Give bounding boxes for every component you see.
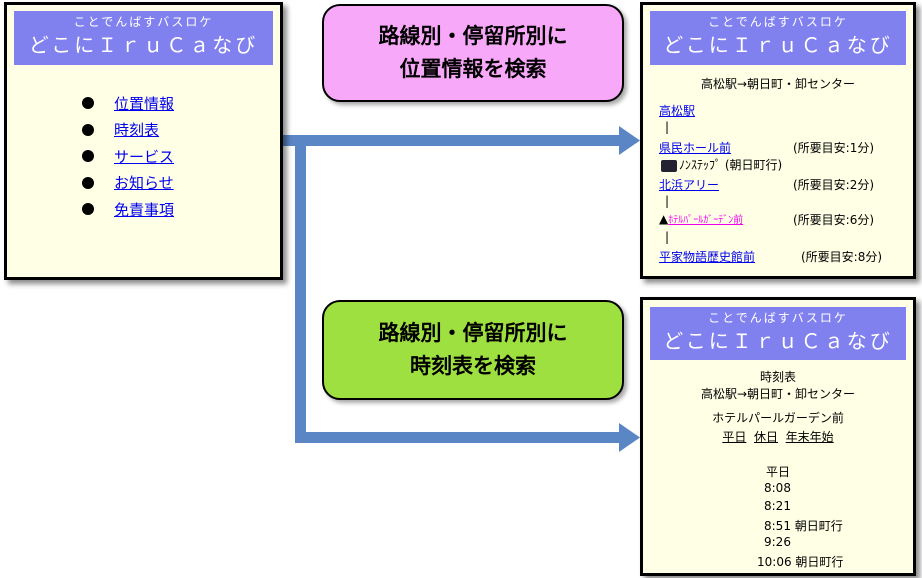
selected-stop-row: ▲ﾎﾃﾙﾊﾟｰﾙｶﾞｰﾃﾞﾝ前 — [659, 211, 743, 226]
main-menu: 位置情報 時刻表 サービス お知らせ 免責事項 — [82, 90, 174, 223]
departure-time: 8:08 — [764, 481, 791, 495]
callout-location-line2: 位置情報を検索 — [399, 57, 547, 81]
app-header: ことでんばすバスロケ どこにＩｒｕＣａなび — [650, 11, 906, 65]
tab-new-year[interactable]: 年末年始 — [785, 430, 834, 444]
route-line-segment: | — [665, 230, 670, 244]
menu-link-timetable[interactable]: 時刻表 — [114, 121, 160, 140]
timetable-route-title: 高松駅→朝日町・卸センター — [700, 387, 856, 401]
app-title-line1: ことでんばすバスロケ — [708, 311, 848, 325]
app-title-line1: ことでんばすバスロケ — [73, 15, 214, 29]
departure-time: 9:26 — [764, 535, 791, 549]
menu-item-news: お知らせ — [82, 170, 174, 197]
stop-link-hotel-pearl-garden[interactable]: ﾎﾃﾙﾊﾟｰﾙｶﾞｰﾃﾞﾝ前 — [668, 215, 744, 226]
callout-location-line1: 路線別・停留所別に — [378, 24, 568, 49]
app-title-line2: どこにＩｒｕＣａなび — [663, 329, 893, 353]
departure-time: 8:51 朝日町行 — [764, 519, 843, 533]
location-screen: ことでんばすバスロケ どこにＩｒｕＣａなび 高松駅→朝日町・卸センター 高松駅 … — [640, 2, 916, 279]
stop-eta-heike-museum: (所要目安:8分) — [801, 250, 883, 264]
menu-link-service[interactable]: サービス — [114, 147, 175, 166]
tab-holiday[interactable]: 休日 — [753, 430, 778, 444]
arrow-horizontal-top — [283, 135, 621, 146]
stop-link-kenmin-hall[interactable]: 県民ホール前 — [659, 141, 732, 155]
bus-info: ﾉﾝｽﾃｯﾌﾟ (朝日町行) — [679, 158, 783, 172]
app-title-line1: ことでんばすバスロケ — [708, 15, 848, 29]
arrow-horizontal-bottom — [295, 432, 621, 443]
menu-item-timetable: 時刻表 — [82, 117, 174, 144]
route-line-segment: | — [665, 194, 670, 208]
menu-item-location: 位置情報 — [82, 90, 174, 117]
bullet-icon — [82, 123, 94, 136]
stop-eta-kitahama-alley: (所要目安:2分) — [793, 178, 875, 192]
bus-icon — [661, 159, 677, 172]
location-route-title: 高松駅→朝日町・卸センター — [700, 77, 856, 91]
callout-location-search: 路線別・停留所別に 位置情報を検索 — [322, 4, 624, 102]
arrow-head-top — [619, 126, 640, 155]
app-title-line2: どこにＩｒｕＣａなび — [663, 33, 893, 57]
menu-item-disclaimer: 免責事項 — [82, 196, 174, 223]
selected-stop-marker-icon: ▲ — [659, 212, 669, 226]
menu-screen: ことでんばすバスロケ どこにＩｒｕＣａなび 位置情報 時刻表 サービス お知らせ… — [4, 2, 283, 280]
route-line-segment: | — [665, 120, 670, 134]
menu-link-news[interactable]: お知らせ — [114, 174, 174, 193]
bullet-icon — [82, 203, 94, 216]
bullet-icon — [82, 150, 94, 163]
callout-timetable-line1: 路線別・停留所別に — [378, 321, 568, 346]
menu-link-location[interactable]: 位置情報 — [114, 94, 175, 113]
day-type-tabs: 平日 休日 年末年始 — [643, 428, 913, 445]
tab-weekday[interactable]: 平日 — [722, 430, 747, 444]
app-header: ことでんばすバスロケ どこにＩｒｕＣａなび — [650, 307, 906, 360]
app-header: ことでんばすバスロケ どこにＩｒｕＣａなび — [14, 11, 273, 65]
timetable-stop-name: ホテルパールガーデン前 — [712, 411, 844, 425]
menu-link-disclaimer[interactable]: 免責事項 — [114, 200, 175, 219]
arrow-head-bottom — [619, 423, 640, 452]
stop-link-takamatsu-station[interactable]: 高松駅 — [659, 104, 696, 118]
stop-eta-hotel-pearl-garden: (所要目安:6分) — [793, 213, 875, 227]
stop-eta-kenmin-hall: (所要目安:1分) — [793, 141, 875, 155]
callout-timetable-search: 路線別・停留所別に 時刻表を検索 — [322, 300, 624, 400]
departure-time: 8:21 — [764, 499, 791, 513]
callout-timetable-line2: 時刻表を検索 — [410, 354, 536, 378]
departure-time: 10:06 朝日町行 — [757, 555, 844, 569]
arrow-vertical — [295, 135, 306, 443]
stop-link-heike-museum[interactable]: 平家物語歴史館前 — [659, 250, 756, 264]
menu-item-service: サービス — [82, 143, 174, 170]
stop-link-kitahama-alley[interactable]: 北浜アリー — [659, 178, 720, 192]
selected-day-label: 平日 — [766, 465, 791, 479]
bullet-icon — [82, 97, 94, 110]
bus-position-row: ﾉﾝｽﾃｯﾌﾟ (朝日町行) — [661, 156, 782, 173]
timetable-screen: ことでんばすバスロケ どこにＩｒｕＣａなび 時刻表 高松駅→朝日町・卸センター … — [640, 297, 916, 576]
app-title-line2: どこにＩｒｕＣａなび — [28, 33, 259, 57]
bullet-icon — [82, 176, 94, 189]
timetable-heading: 時刻表 — [759, 370, 796, 384]
